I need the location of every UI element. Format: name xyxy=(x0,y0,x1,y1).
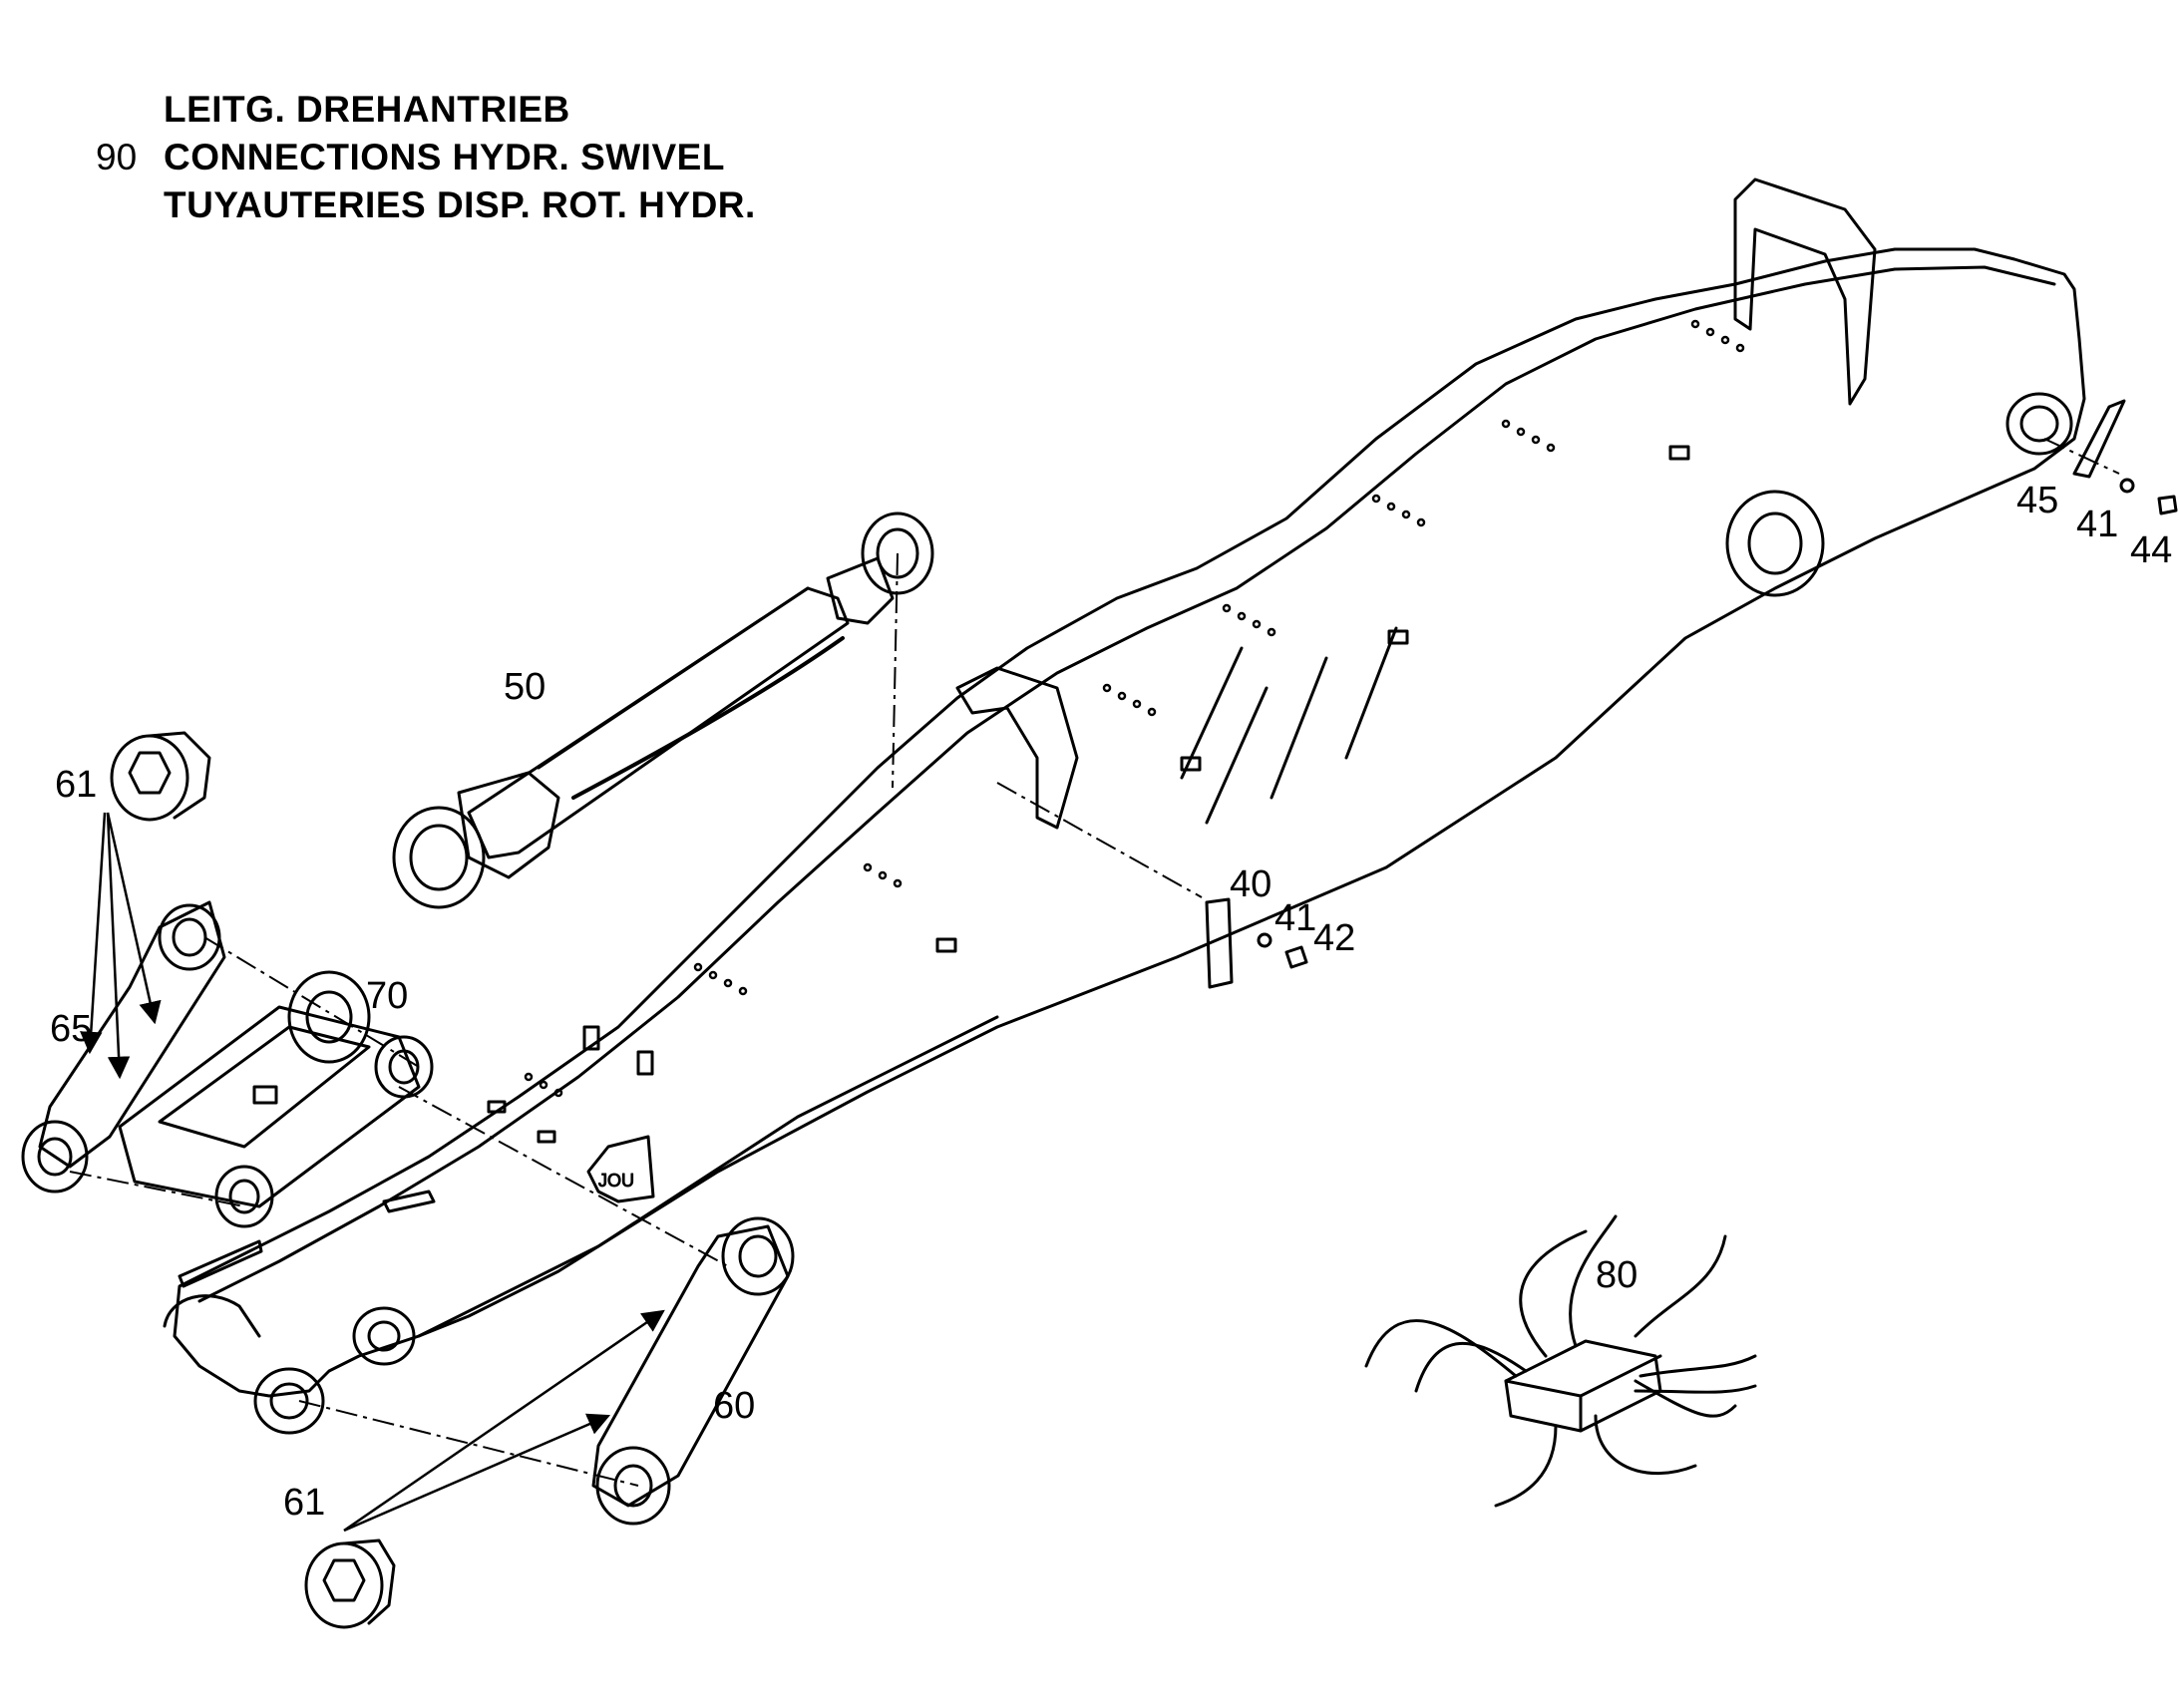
boom-arm: JOU xyxy=(163,177,2086,1435)
callout-50: 50 xyxy=(504,666,546,708)
title-german: LEITG. DREHANTRIEB xyxy=(164,89,570,130)
callout-61-lower: 61 xyxy=(283,1482,326,1524)
callout-41-center: 41 xyxy=(1274,897,1317,939)
link-rod-upper xyxy=(21,900,226,1194)
retaining-plate-center xyxy=(1205,897,1308,989)
assembly-center-lines xyxy=(69,438,2120,1487)
pin-cap-upper xyxy=(110,731,211,822)
callout-70: 70 xyxy=(366,975,409,1017)
linkage-frame xyxy=(118,970,434,1228)
callout-42: 42 xyxy=(1313,917,1356,959)
hydraulic-cylinder xyxy=(392,512,934,909)
retaining-plate-right xyxy=(2072,399,2178,515)
callout-80: 80 xyxy=(1596,1254,1638,1296)
title-french: TUYAUTERIES DISP. ROT. HYDR. xyxy=(164,184,756,225)
title-english: CONNECTIONS HYDR. SWIVEL xyxy=(164,137,725,177)
group-number: 90 xyxy=(96,137,138,177)
pin-cap-lower xyxy=(304,1538,396,1629)
callout-40: 40 xyxy=(1230,863,1272,905)
callout-41-right: 41 xyxy=(2076,504,2119,545)
callout-65: 65 xyxy=(50,1008,93,1050)
leader-arrows xyxy=(80,812,665,1533)
callout-45: 45 xyxy=(2016,480,2059,521)
diagram-title-block: LEITG. DREHANTRIEB 90 CONNECTIONS HYDR. S… xyxy=(96,86,756,229)
svg-text:JOU: JOU xyxy=(598,1171,634,1191)
hydraulic-valve-block xyxy=(1364,1214,1757,1508)
callout-44: 44 xyxy=(2130,529,2173,571)
callout-60: 60 xyxy=(713,1385,756,1427)
link-rod-lower xyxy=(591,1216,795,1526)
callout-61-upper: 61 xyxy=(55,764,98,806)
